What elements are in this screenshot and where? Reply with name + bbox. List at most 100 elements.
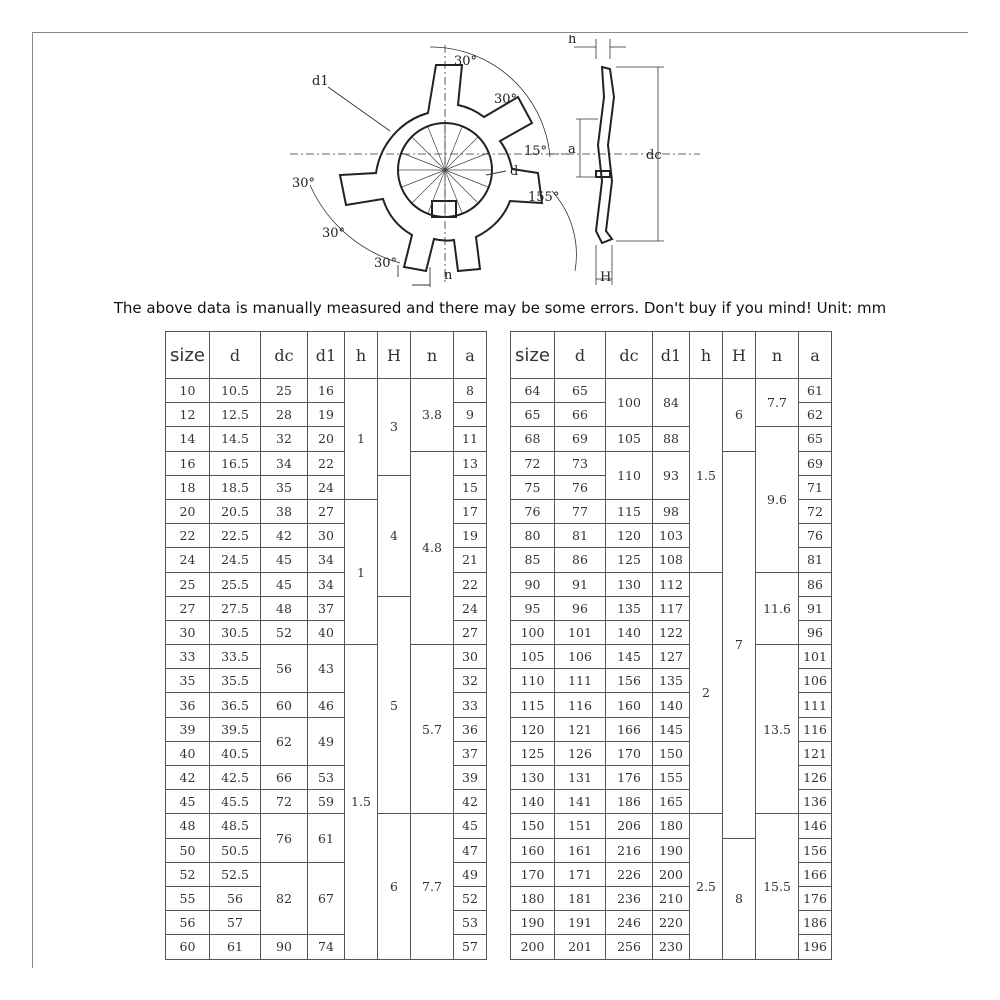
cell-dc: 120	[605, 523, 653, 549]
cell-d1: 37	[307, 595, 345, 621]
cell-d: 77	[554, 498, 606, 525]
cell-size: 40	[165, 740, 210, 767]
cell-d1: 67	[307, 861, 345, 936]
cell-n: 13.5	[755, 644, 799, 815]
cell-size: 50	[165, 837, 210, 863]
cell-dc: 35	[260, 474, 308, 500]
cell-dc: 236	[605, 885, 653, 912]
cell-H: 7	[722, 450, 756, 839]
cell-dc: 56	[260, 644, 308, 694]
cell-d1: 210	[652, 885, 690, 912]
cell-d: 181	[554, 885, 606, 912]
cell-d: 161	[554, 837, 606, 863]
frame-top-line	[32, 32, 968, 33]
cell-d1: 24	[307, 474, 345, 500]
cell-size: 105	[510, 644, 555, 670]
cell-d: 40.5	[209, 740, 261, 767]
cell-a: 39	[453, 764, 487, 791]
cell-dc: 90	[260, 934, 308, 960]
label-angle15: 15°	[524, 144, 547, 159]
cell-a: 24	[453, 595, 487, 621]
cell-a: 32	[453, 668, 487, 694]
cell-H: 6	[377, 813, 411, 960]
cell-a: 81	[798, 547, 832, 573]
angle-arcs	[309, 46, 577, 272]
cell-size: 10	[165, 377, 210, 404]
cell-dc: 226	[605, 861, 653, 887]
cell-d: 27.5	[209, 595, 261, 621]
cell-dc: 105	[605, 426, 653, 452]
cell-size: 76	[510, 498, 555, 525]
cell-a: 17	[453, 498, 487, 525]
cell-dc: 140	[605, 619, 653, 646]
cell-size: 65	[510, 402, 555, 428]
cell-d1: 40	[307, 619, 345, 646]
col-header-h: h	[689, 331, 723, 379]
cell-dc: 216	[605, 837, 653, 863]
cell-n: 15.5	[755, 813, 799, 960]
cell-d1: 127	[652, 644, 690, 670]
cell-size: 55	[165, 885, 210, 912]
cell-d1: 155	[652, 764, 690, 791]
cell-d: 66	[554, 402, 606, 428]
cell-d: 151	[554, 813, 606, 839]
cell-d1: 165	[652, 789, 690, 815]
center-lines	[290, 45, 570, 285]
cell-size: 60	[165, 934, 210, 960]
col-header-d1: d1	[307, 331, 345, 379]
col-header-d: d	[209, 331, 261, 379]
cell-dc: 246	[605, 910, 653, 936]
cell-dc: 100	[605, 377, 653, 428]
side-dimension-lines	[550, 39, 700, 285]
col-header-h: h	[344, 331, 378, 379]
cell-a: 15	[453, 474, 487, 500]
cell-d1: 140	[652, 692, 690, 718]
cell-a: 30	[453, 644, 487, 670]
cell-d: 191	[554, 910, 606, 936]
cell-a: 186	[798, 910, 832, 936]
cell-d1: 20	[307, 426, 345, 452]
cell-d: 106	[554, 644, 606, 670]
cell-d: 116	[554, 692, 606, 718]
cell-dc: 62	[260, 716, 308, 767]
cell-d: 111	[554, 668, 606, 694]
cell-a: 111	[798, 692, 832, 718]
cell-H: 3	[377, 378, 411, 476]
cell-d1: 61	[307, 813, 345, 863]
cell-size: 35	[165, 668, 210, 694]
cell-dc: 34	[260, 450, 308, 476]
cell-dc: 130	[605, 571, 653, 597]
col-header-a: a	[798, 331, 832, 379]
washer-side-view	[594, 65, 616, 245]
cell-size: 80	[510, 523, 555, 549]
col-header-n: n	[755, 331, 799, 379]
cell-size: 30	[165, 619, 210, 646]
cell-a: 47	[453, 837, 487, 863]
col-header-H: H	[722, 331, 756, 379]
cell-size: 160	[510, 837, 555, 863]
cell-size: 45	[165, 789, 210, 815]
cell-d1: 53	[307, 764, 345, 791]
cell-d: 35.5	[209, 668, 261, 694]
cell-dc: 186	[605, 789, 653, 815]
cell-h: 1.5	[344, 644, 378, 960]
cell-size: 25	[165, 571, 210, 597]
cell-dc: 45	[260, 571, 308, 597]
cell-dc: 52	[260, 619, 308, 646]
cell-d1: 22	[307, 450, 345, 476]
